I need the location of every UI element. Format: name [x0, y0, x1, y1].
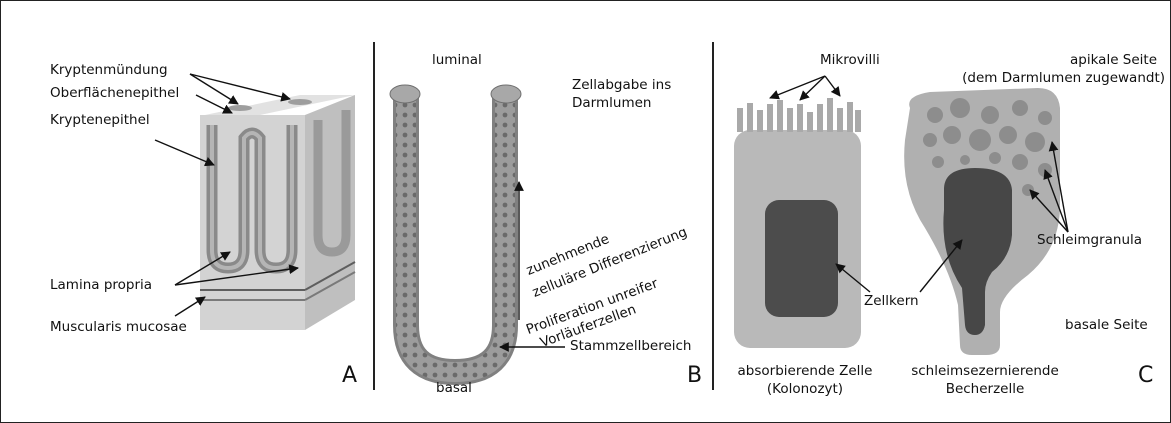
label-schleimgranula: Schleimgranula: [1037, 232, 1142, 249]
panel-letter-a: A: [342, 363, 357, 388]
label-kryptenepithel: Kryptenepithel: [50, 112, 150, 129]
label-schleim-1: schleimsezernierende: [895, 363, 1075, 380]
label-zellkern: Zellkern: [864, 293, 919, 310]
panel-c-goblet-cell: [904, 88, 1060, 355]
label-apikale-1: apikale Seite: [1070, 52, 1157, 69]
panel-a-tissue-block: [200, 95, 355, 330]
label-absorbierende-1: absorbierende Zelle: [720, 363, 890, 380]
label-lamina-propria: Lamina propria: [50, 277, 152, 294]
panel-c-absorptive-cell: [734, 98, 861, 348]
panel-letter-b: B: [687, 363, 702, 388]
panel-letter-c: C: [1138, 363, 1153, 388]
label-zellabgabe-2: Darmlumen: [572, 95, 651, 112]
label-mikrovilli: Mikrovilli: [820, 52, 880, 69]
label-basale-seite: basale Seite: [1065, 317, 1148, 334]
label-kryptenmuendung: Kryptenmündung: [50, 62, 168, 79]
label-luminal: luminal: [432, 52, 482, 69]
label-muscularis-mucosae: Muscularis mucosae: [50, 319, 187, 336]
label-basal: basal: [436, 380, 472, 397]
label-absorbierende-2: (Kolonozyt): [720, 381, 890, 398]
label-oberflaechenepithel: Oberflächenepithel: [50, 85, 179, 102]
label-apikale-2: (dem Darmlumen zugewandt): [960, 70, 1165, 87]
panel-b-crypt: [390, 85, 521, 372]
label-zellabgabe-1: Zellabgabe ins: [572, 77, 671, 94]
label-stammzellbereich: Stammzellbereich: [570, 338, 692, 355]
label-schleim-2: Becherzelle: [895, 381, 1075, 398]
